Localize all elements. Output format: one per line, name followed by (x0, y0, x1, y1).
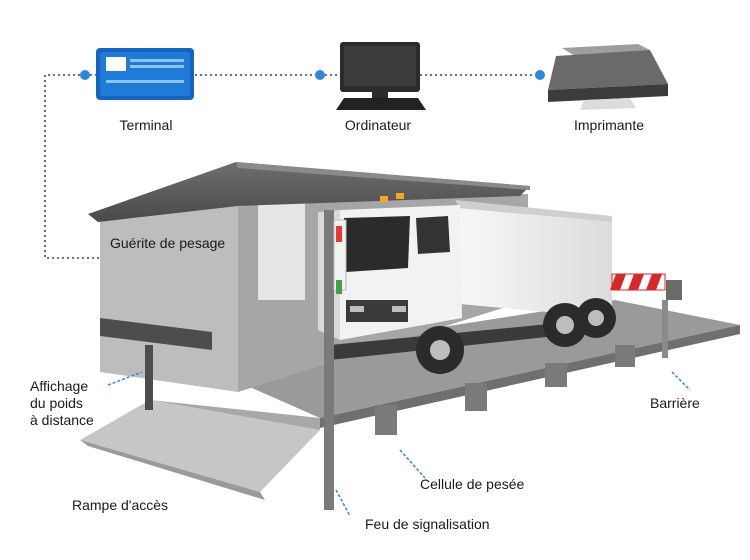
load-cell-label: Cellule de pesée (420, 476, 525, 492)
ramp-label: Rampe d'accès (72, 497, 169, 513)
leader-lines (107, 371, 691, 517)
remote-display-line3: à distance (30, 412, 94, 428)
connector-dot (80, 70, 90, 80)
booth-label: Guérite de pesage (110, 235, 226, 251)
access-ramp (80, 400, 320, 500)
leader-display (107, 371, 143, 386)
computer-label: Ordinateur (344, 117, 412, 133)
connector-dot (535, 70, 545, 80)
leader-barrier (671, 371, 691, 391)
computer-icon (336, 42, 426, 110)
signal-light-label: Feu de signalisation (365, 516, 490, 532)
remote-display-line1: Affichage (30, 378, 89, 394)
remote-weight-display (100, 318, 212, 410)
leader-signal (335, 489, 351, 517)
remote-display-line2: du poids (30, 395, 83, 411)
signal-light (324, 210, 347, 510)
terminal-icon (96, 48, 194, 100)
dotted-link-terminal-booth (44, 74, 268, 259)
barrier-label: Barrière (650, 395, 700, 411)
leader-load-cell (399, 449, 426, 479)
connector-dot (315, 70, 325, 80)
remote-display-label: Affichage du poids à distance (30, 378, 130, 429)
barrier (610, 273, 682, 358)
printer-icon (548, 44, 668, 110)
truck (318, 193, 616, 374)
terminal-label: Terminal (119, 117, 173, 133)
printer-label: Imprimante (573, 117, 645, 133)
